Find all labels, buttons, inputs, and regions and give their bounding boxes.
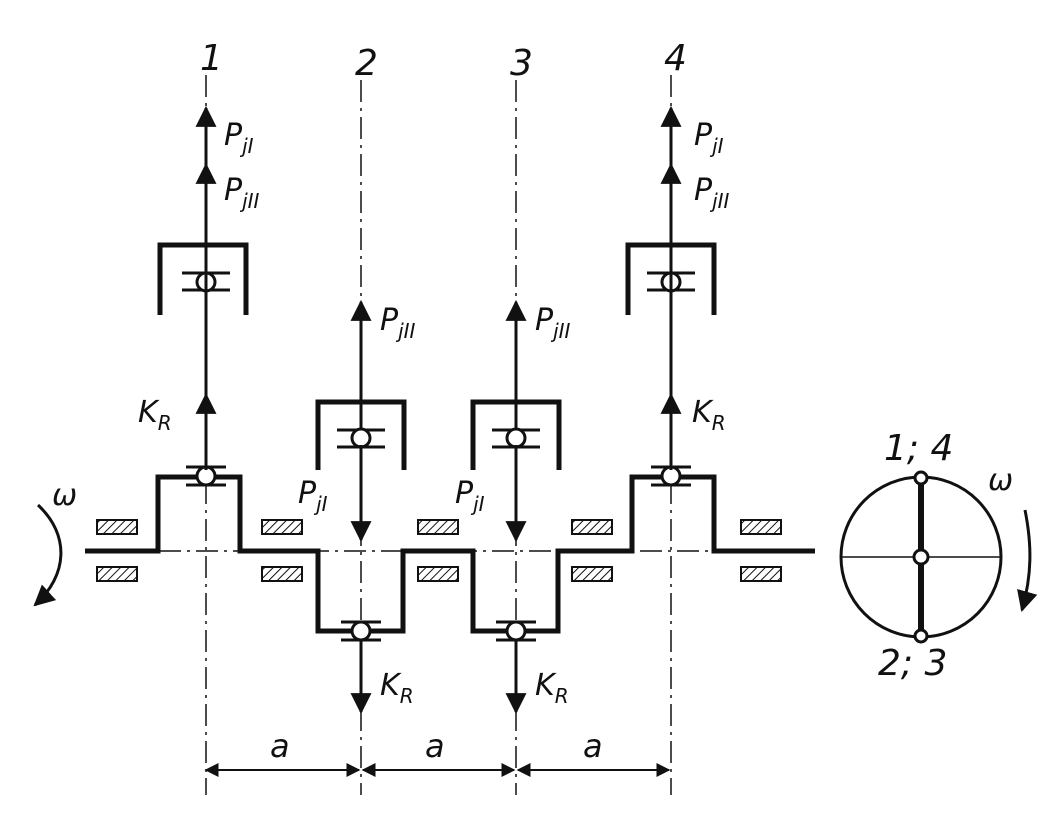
force-label-1b: PjII <box>224 173 260 213</box>
reaction-label-4: KR <box>692 395 726 435</box>
force-arrows <box>195 105 682 715</box>
crankshaft <box>85 474 815 634</box>
crank-pin-4 <box>651 465 691 487</box>
cylinder-number-2: 2 <box>355 43 378 84</box>
force-label-4b: PjII <box>694 173 730 213</box>
rotation-arrow <box>33 503 63 607</box>
crank-rotation-symbol: ω <box>988 463 1013 498</box>
crank-top-label: 1; 4 <box>884 428 953 469</box>
crank-bottom-label: 2; 3 <box>878 643 947 684</box>
spacing-label-2: a <box>425 727 445 765</box>
spacing-label-1: a <box>270 727 290 765</box>
cylinder-number-4: 4 <box>664 38 687 79</box>
cylinder-number-3: 3 <box>510 43 533 84</box>
pistons <box>157 242 717 470</box>
main-bearings <box>96 519 782 582</box>
spacing-label-3: a <box>583 727 603 765</box>
cylinder-axes <box>205 75 672 795</box>
force-label-3a: PjII <box>535 303 571 343</box>
crank-rotation-arrow <box>1017 509 1038 613</box>
force-label-4a: PjI <box>694 118 724 158</box>
reaction-label-3: KR <box>535 668 569 708</box>
force-label-2a: PjII <box>380 303 416 343</box>
force-label-1a: PjI <box>224 118 254 158</box>
force-label-2b: PjI <box>298 476 328 516</box>
crank-angle-diagram <box>839 470 1038 644</box>
reaction-label-1: KR <box>138 395 172 435</box>
rotation-symbol: ω <box>52 478 77 513</box>
reaction-label-2: KR <box>380 668 414 708</box>
force-label-3b: PjI <box>455 476 485 516</box>
cylinder-number-1: 1 <box>200 38 223 79</box>
piston-1 <box>157 242 249 315</box>
